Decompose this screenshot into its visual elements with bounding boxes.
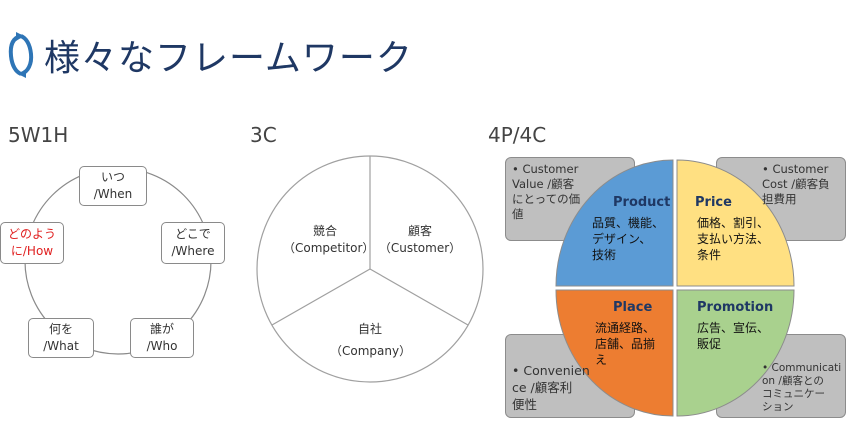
3c-competitor: 競合（Competitor）: [283, 224, 375, 255]
price-body: 価格、割引、支払い方法、条件: [697, 216, 770, 262]
3c-company: 自社（Company）: [330, 322, 412, 358]
5w1h-node-how: どのように/How: [0, 222, 64, 264]
product-body: 品質、機能、デザイン、技術: [592, 216, 665, 262]
3c-divider-right: [369, 268, 469, 326]
section-3c-label: 3C: [250, 123, 277, 147]
promotion-body: 広告、宣伝、販促: [697, 321, 770, 351]
page-title: 様々なフレームワーク: [44, 38, 413, 79]
price-title: Price: [695, 195, 732, 210]
place-title: Place: [613, 300, 653, 315]
5w1h-node-who: 誰が/Who: [130, 318, 194, 358]
section-4p4c-label: 4P/4C: [488, 123, 547, 147]
3c-divider-left: [271, 268, 371, 326]
5w1h-node-what: 何を/What: [28, 318, 94, 358]
5w1h-node-when: いつ/When: [79, 166, 147, 206]
promotion-title: Promotion: [697, 300, 774, 315]
cycle-arrows-icon: [8, 32, 34, 78]
section-5w1h-label: 5W1H: [8, 123, 69, 147]
title-area: 様々なフレームワーク: [6, 30, 413, 80]
3c-customer: 顧客（Customer）: [378, 224, 462, 255]
product-title: Product: [613, 195, 671, 210]
5w1h-node-where: どこで/Where: [161, 222, 225, 264]
place-body: 流通経路、店舗、品揃え: [595, 321, 656, 367]
